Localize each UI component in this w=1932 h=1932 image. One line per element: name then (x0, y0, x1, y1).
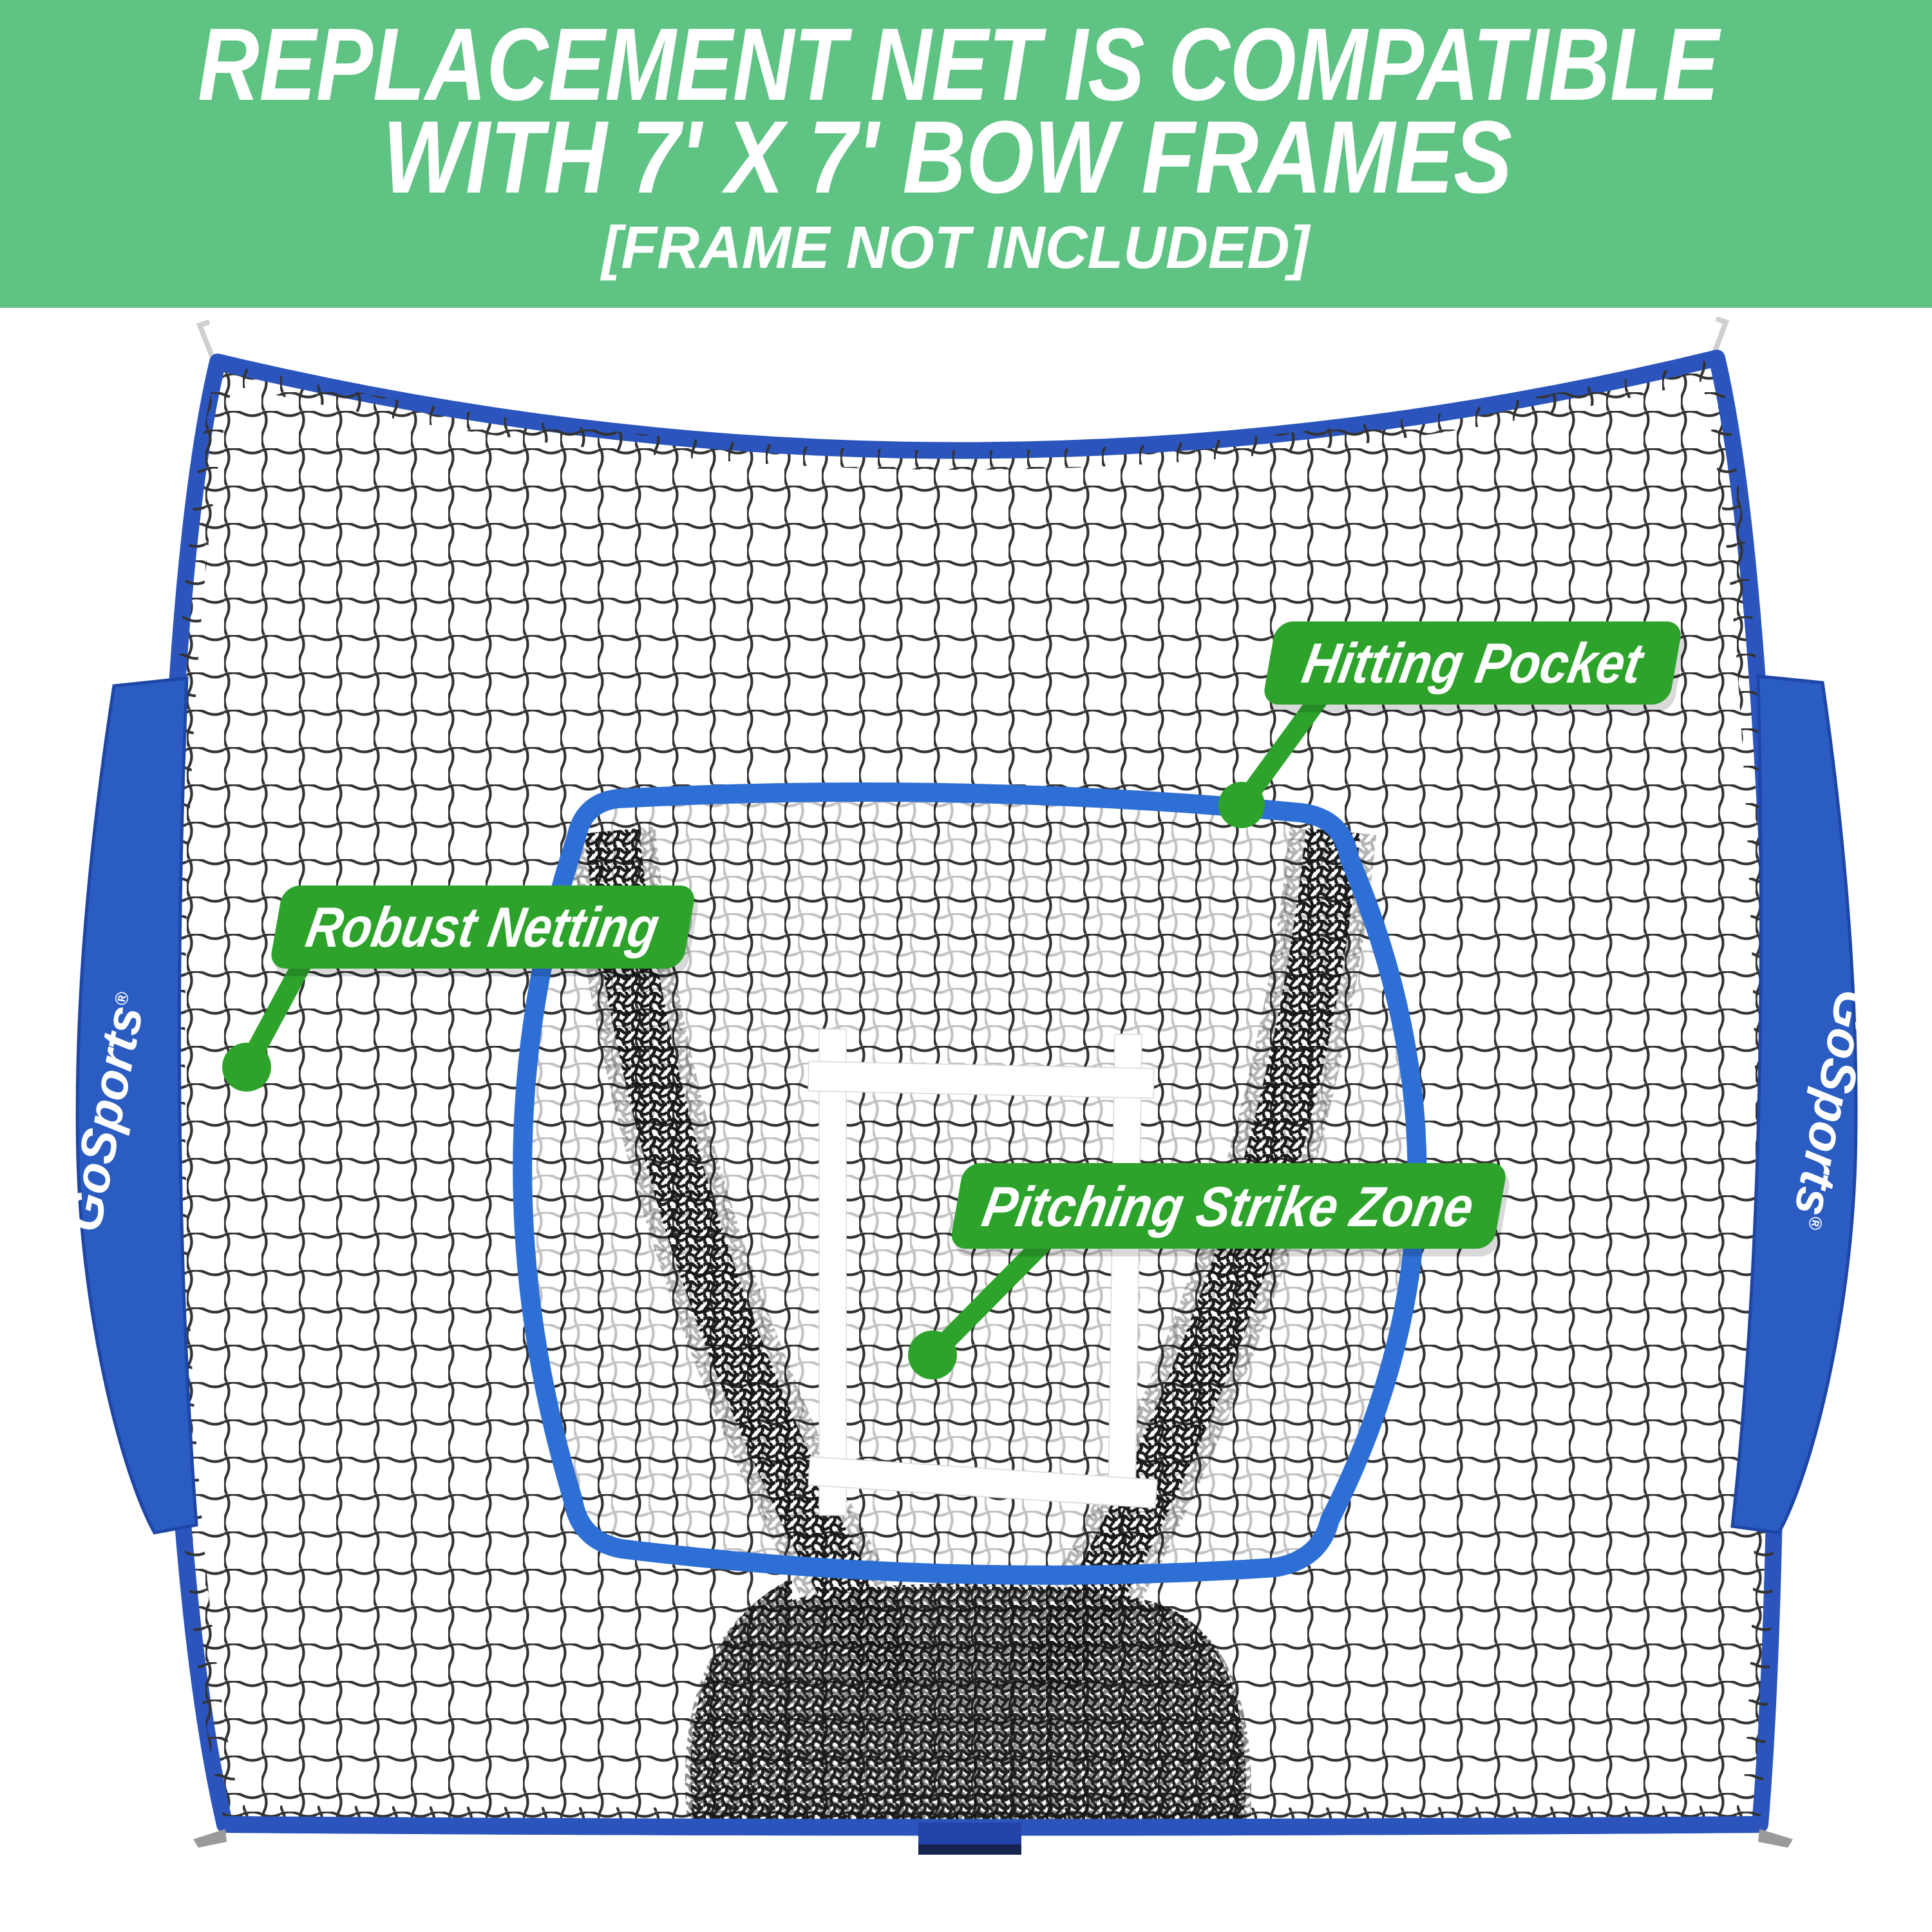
svg-text:Pitching Strike Zone: Pitching Strike Zone (978, 1175, 1478, 1238)
svg-text:Robust Netting: Robust Netting (301, 896, 663, 959)
svg-text:Hitting Pocket: Hitting Pocket (1298, 632, 1649, 695)
